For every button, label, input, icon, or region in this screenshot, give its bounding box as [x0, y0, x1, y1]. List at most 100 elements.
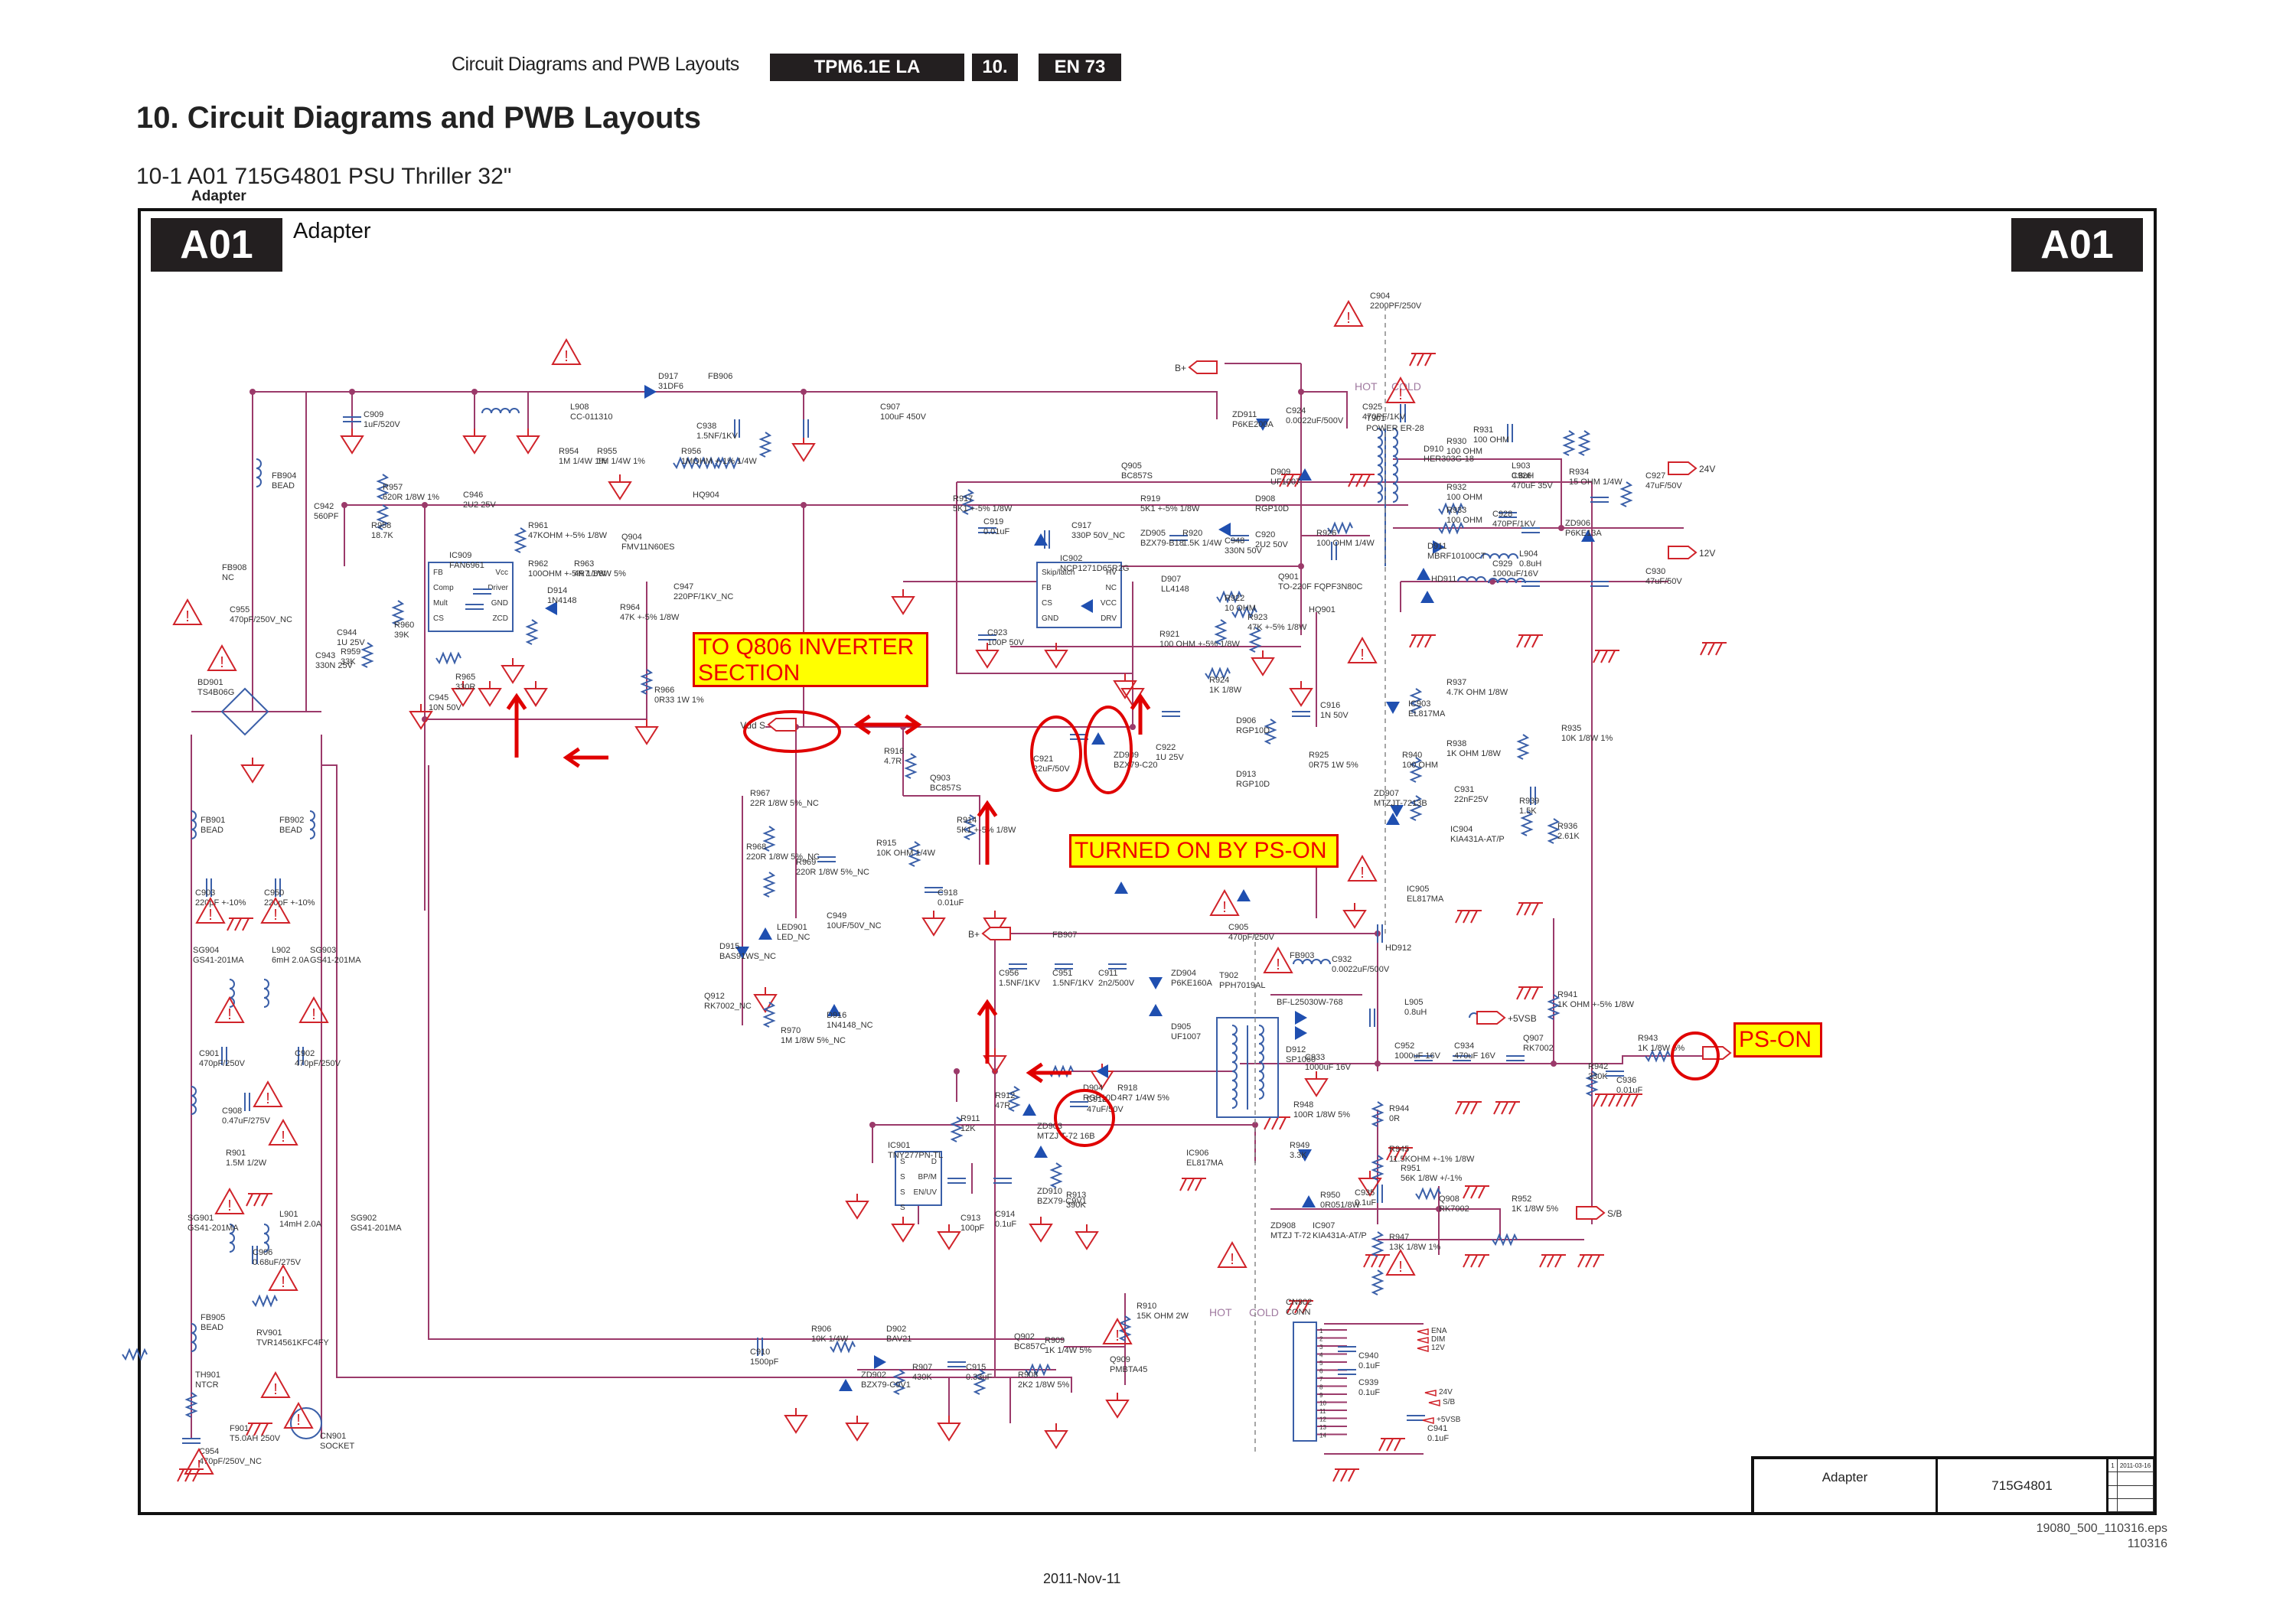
ground-triangle — [921, 917, 946, 937]
warning-triangle — [195, 896, 226, 924]
capacitor-icon — [1521, 527, 1540, 533]
component-ref-ic903: IC903 — [1408, 699, 1430, 709]
component-ref-c954: C954 — [199, 1447, 219, 1456]
warning-triangle — [1347, 854, 1378, 882]
port-label-bplus2: B+ — [968, 929, 980, 940]
component-value-q912: RK7002_NC — [704, 1002, 752, 1011]
resistor-zigzag — [758, 432, 772, 458]
component-ref-r970: R970 — [781, 1026, 801, 1035]
component-value-r945: 11.5KOHM +-1% 1/8W — [1389, 1155, 1475, 1164]
warning-triangle — [1102, 1317, 1133, 1344]
component-value-r937: 4.7K OHM 1/8W — [1446, 688, 1508, 697]
component-value-c944: 1U 25V — [337, 638, 365, 647]
resistor-zigzag — [1577, 430, 1591, 456]
resistor-zigzag — [1438, 502, 1464, 516]
capacitor-icon — [1070, 1101, 1088, 1107]
warning-mark: ! — [281, 1129, 285, 1146]
resistor-zigzag — [1371, 1231, 1384, 1257]
ic-pin-label: NC — [1106, 584, 1117, 592]
component-ref-c952: C952 — [1394, 1041, 1414, 1051]
ground-hot-icon — [409, 704, 433, 730]
component-ref-r962: R962 — [528, 559, 548, 569]
g — [1348, 1468, 1355, 1482]
g — [1394, 1147, 1401, 1161]
component-value-r915: 10K OHM 1/4W — [876, 849, 936, 858]
diode-icon — [1034, 1146, 1048, 1158]
component-ref-d907: D907 — [1161, 575, 1181, 584]
g — [1378, 1254, 1386, 1268]
component-ref-sg903: SG903 — [310, 946, 336, 955]
resistor-icon — [696, 456, 722, 470]
component-ref-r958: R958 — [371, 521, 391, 530]
diode-body — [1034, 1146, 1048, 1158]
warning-mark: ! — [1346, 310, 1351, 327]
diode-icon — [1298, 468, 1312, 481]
inductor-icon — [191, 1323, 197, 1352]
highlight-ellipse — [1671, 1031, 1720, 1080]
coil — [1457, 576, 1486, 582]
component-value-r938: 1K OHM 1/8W — [1446, 749, 1502, 758]
diode-icon — [1386, 702, 1400, 714]
ground-hot-icon — [1044, 643, 1068, 669]
port-p5vsb: +5VSB — [1476, 1011, 1537, 1025]
component-value-c928: 470PF/1KV — [1492, 520, 1536, 529]
title-block: Adapter 715G4801 1 2011-03-16 — [1751, 1456, 2157, 1515]
component-ref-d909: D909 — [1270, 468, 1290, 477]
coil — [191, 1323, 197, 1352]
g — [1455, 1101, 1463, 1115]
coil — [1258, 1025, 1264, 1100]
component-ref-r939: R939 — [1519, 797, 1539, 806]
component-ref-fb907: FB907 — [1052, 930, 1077, 940]
diode-body — [735, 947, 749, 959]
ground-hot-icon — [240, 758, 265, 784]
junction-dot — [422, 502, 428, 508]
junction-dot — [1375, 1061, 1381, 1067]
warning-mark: ! — [1230, 1251, 1234, 1268]
ground-cold-icon — [1593, 650, 1619, 663]
ic-pin-label: DRV — [1101, 614, 1117, 623]
diode-icon — [1091, 732, 1105, 745]
ground-hot-icon — [1044, 1423, 1068, 1449]
warning-triangle — [207, 644, 237, 671]
component-value-r950: 0R051/8W — [1320, 1201, 1361, 1210]
g — [1531, 986, 1539, 1000]
diode-icon — [1149, 977, 1163, 989]
cn902-signal-3: 24V — [1439, 1388, 1453, 1396]
arrow-head — [977, 999, 998, 1016]
component-ref-bd901: BD901 — [197, 678, 223, 687]
ground-hot-icon — [340, 429, 364, 455]
component-value-d913: RGP10D — [1236, 780, 1270, 789]
junction-dot — [1551, 1061, 1557, 1067]
component-ref-c921: C921 — [1033, 754, 1053, 764]
component-ref-th901: TH901 — [195, 1370, 220, 1380]
ground-cold-icon — [1264, 1116, 1290, 1130]
resistor-zigzag — [1214, 619, 1228, 645]
ground-cold-icon — [1616, 1093, 1642, 1107]
resistor-zigzag — [640, 669, 654, 695]
component-value-c935: 0.1uF — [1355, 1198, 1376, 1207]
component-ref-c932: C932 — [1332, 955, 1352, 964]
g — [1608, 1093, 1616, 1107]
connector-cn902-icon — [1293, 1322, 1317, 1442]
title-block-name: Adapter — [1754, 1459, 1938, 1512]
capacitor-icon — [1044, 530, 1050, 549]
component-ref-c915: C915 — [966, 1363, 986, 1372]
ground-cold-icon — [246, 1423, 272, 1436]
annotation-marks: !!!!!!!!!!!!!!!!!!!!!!!! — [172, 299, 1720, 1475]
g — [1470, 910, 1478, 924]
resistor-icon — [904, 753, 918, 779]
signal-port-icon — [1417, 1345, 1429, 1352]
component-value-r934: 15 OHM 1/4W — [1569, 477, 1623, 487]
component-ref-c925: C925 — [1362, 402, 1382, 412]
component-value-c924: 0.0022uF/500V — [1286, 416, 1344, 425]
component-ref-r949: R949 — [1290, 1141, 1309, 1150]
component-value-d912: SP1060 — [1286, 1055, 1316, 1064]
g — [1524, 986, 1531, 1000]
ic-pin-label: GND — [1042, 614, 1058, 623]
ground-hot-icon — [1105, 1393, 1130, 1419]
zone-hot-label: HOT — [1209, 1306, 1232, 1318]
component-ref-f901: F901 — [230, 1424, 249, 1433]
diode-body — [1022, 1103, 1036, 1116]
diode-icon — [1034, 533, 1048, 546]
component-ref-c916: C916 — [1320, 701, 1340, 710]
